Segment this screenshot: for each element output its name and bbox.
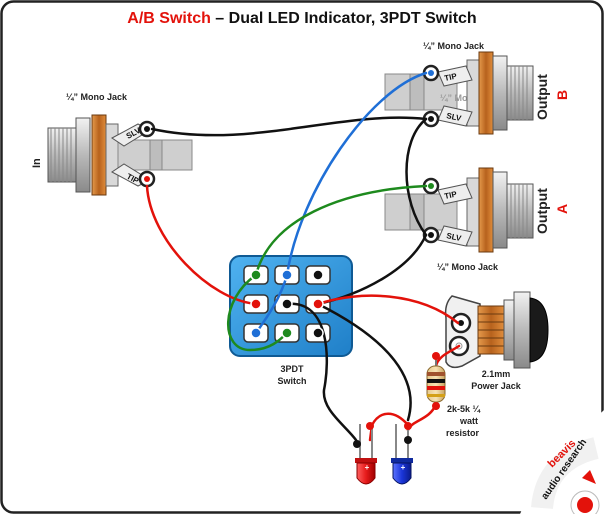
output-a-tip-lug <box>437 183 473 205</box>
output-a-tip-label: TIP <box>444 189 459 201</box>
output-a-slv-label: SLV <box>446 231 463 243</box>
output-a-letter: A <box>554 204 570 214</box>
blue-led-body <box>392 462 412 485</box>
resistor-label-3: resistor <box>446 428 480 438</box>
resistor-label-2: watt <box>459 416 478 426</box>
switch-label-1: 3PDT <box>280 364 304 374</box>
output-b-jack-washer <box>478 51 494 135</box>
output-b-jack-label: ¼” Mono Jack <box>423 41 485 51</box>
wire-black-sleeve-b-a <box>405 117 428 237</box>
resistor-label-1: 2k-5k ¼ <box>447 404 482 414</box>
diagram-title: A/B Switch – Dual LED Indicator, 3PDT Sw… <box>127 10 476 27</box>
input-jack-nut <box>75 117 91 193</box>
input-jack: SLV TIP <box>47 114 193 196</box>
red-led-plus: + <box>365 463 370 472</box>
output-b-sleeve-lug <box>437 105 473 127</box>
wire-red-resistor-to-blue-led <box>406 402 438 432</box>
wire-red-input-tip <box>145 184 258 306</box>
power-jack-nut <box>513 291 531 369</box>
wires <box>145 71 461 442</box>
output-b-slv-label: SLV <box>446 111 463 123</box>
output-a-jack: TIP SLV <box>384 167 534 253</box>
wire-green-output-a-tip <box>254 184 428 277</box>
beavis-audio-logo: beavis audio research <box>520 410 604 514</box>
wire-black-red-led <box>285 302 358 442</box>
resistor <box>426 352 446 410</box>
wire-black-sleeve-bridge <box>150 116 428 137</box>
power-jack-label-2: Power Jack <box>471 381 522 391</box>
switch-lug-dots <box>250 269 324 339</box>
output-b-label: Output <box>534 74 550 120</box>
resistor-bottom-joint <box>432 402 440 410</box>
blue-led-plus: + <box>401 463 406 472</box>
blue-led: + <box>391 422 413 485</box>
power-jack <box>444 291 549 369</box>
output-a-jack-nut <box>492 171 508 249</box>
power-jack-label-1: 2.1mm <box>482 369 511 379</box>
output-a-label: Output <box>534 188 550 234</box>
output-a-jack-label: ¼” Mono Jack <box>437 262 499 272</box>
power-jack-cap <box>529 297 549 363</box>
wire-red-to-red-led <box>368 412 410 442</box>
red-led: + <box>353 422 377 485</box>
switch-label-2: Switch <box>277 376 306 386</box>
output-b-jack: ¼” Mono Jack TIP SLV <box>384 51 534 135</box>
output-b-tip-label: TIP <box>444 71 459 83</box>
input-label: In <box>31 158 43 168</box>
output-b-letter: B <box>554 90 570 100</box>
output-a-jack-washer <box>478 167 494 253</box>
output-a-sleeve-lug <box>437 225 473 247</box>
resistor-top-joint <box>432 352 440 360</box>
wire-black-blue-led <box>316 302 412 422</box>
input-jack-thread <box>47 127 77 183</box>
wire-red-switch-to-power <box>316 294 460 325</box>
red-led-body <box>356 462 376 485</box>
output-b-tip-lug <box>437 65 473 87</box>
output-b-jack-nut <box>492 55 508 131</box>
input-jack-label: ¼” Mono Jack <box>66 92 128 102</box>
wire-blue-output-b-tip <box>285 71 428 277</box>
wire-green-jumper <box>227 273 289 352</box>
input-jack-washer <box>91 114 107 196</box>
